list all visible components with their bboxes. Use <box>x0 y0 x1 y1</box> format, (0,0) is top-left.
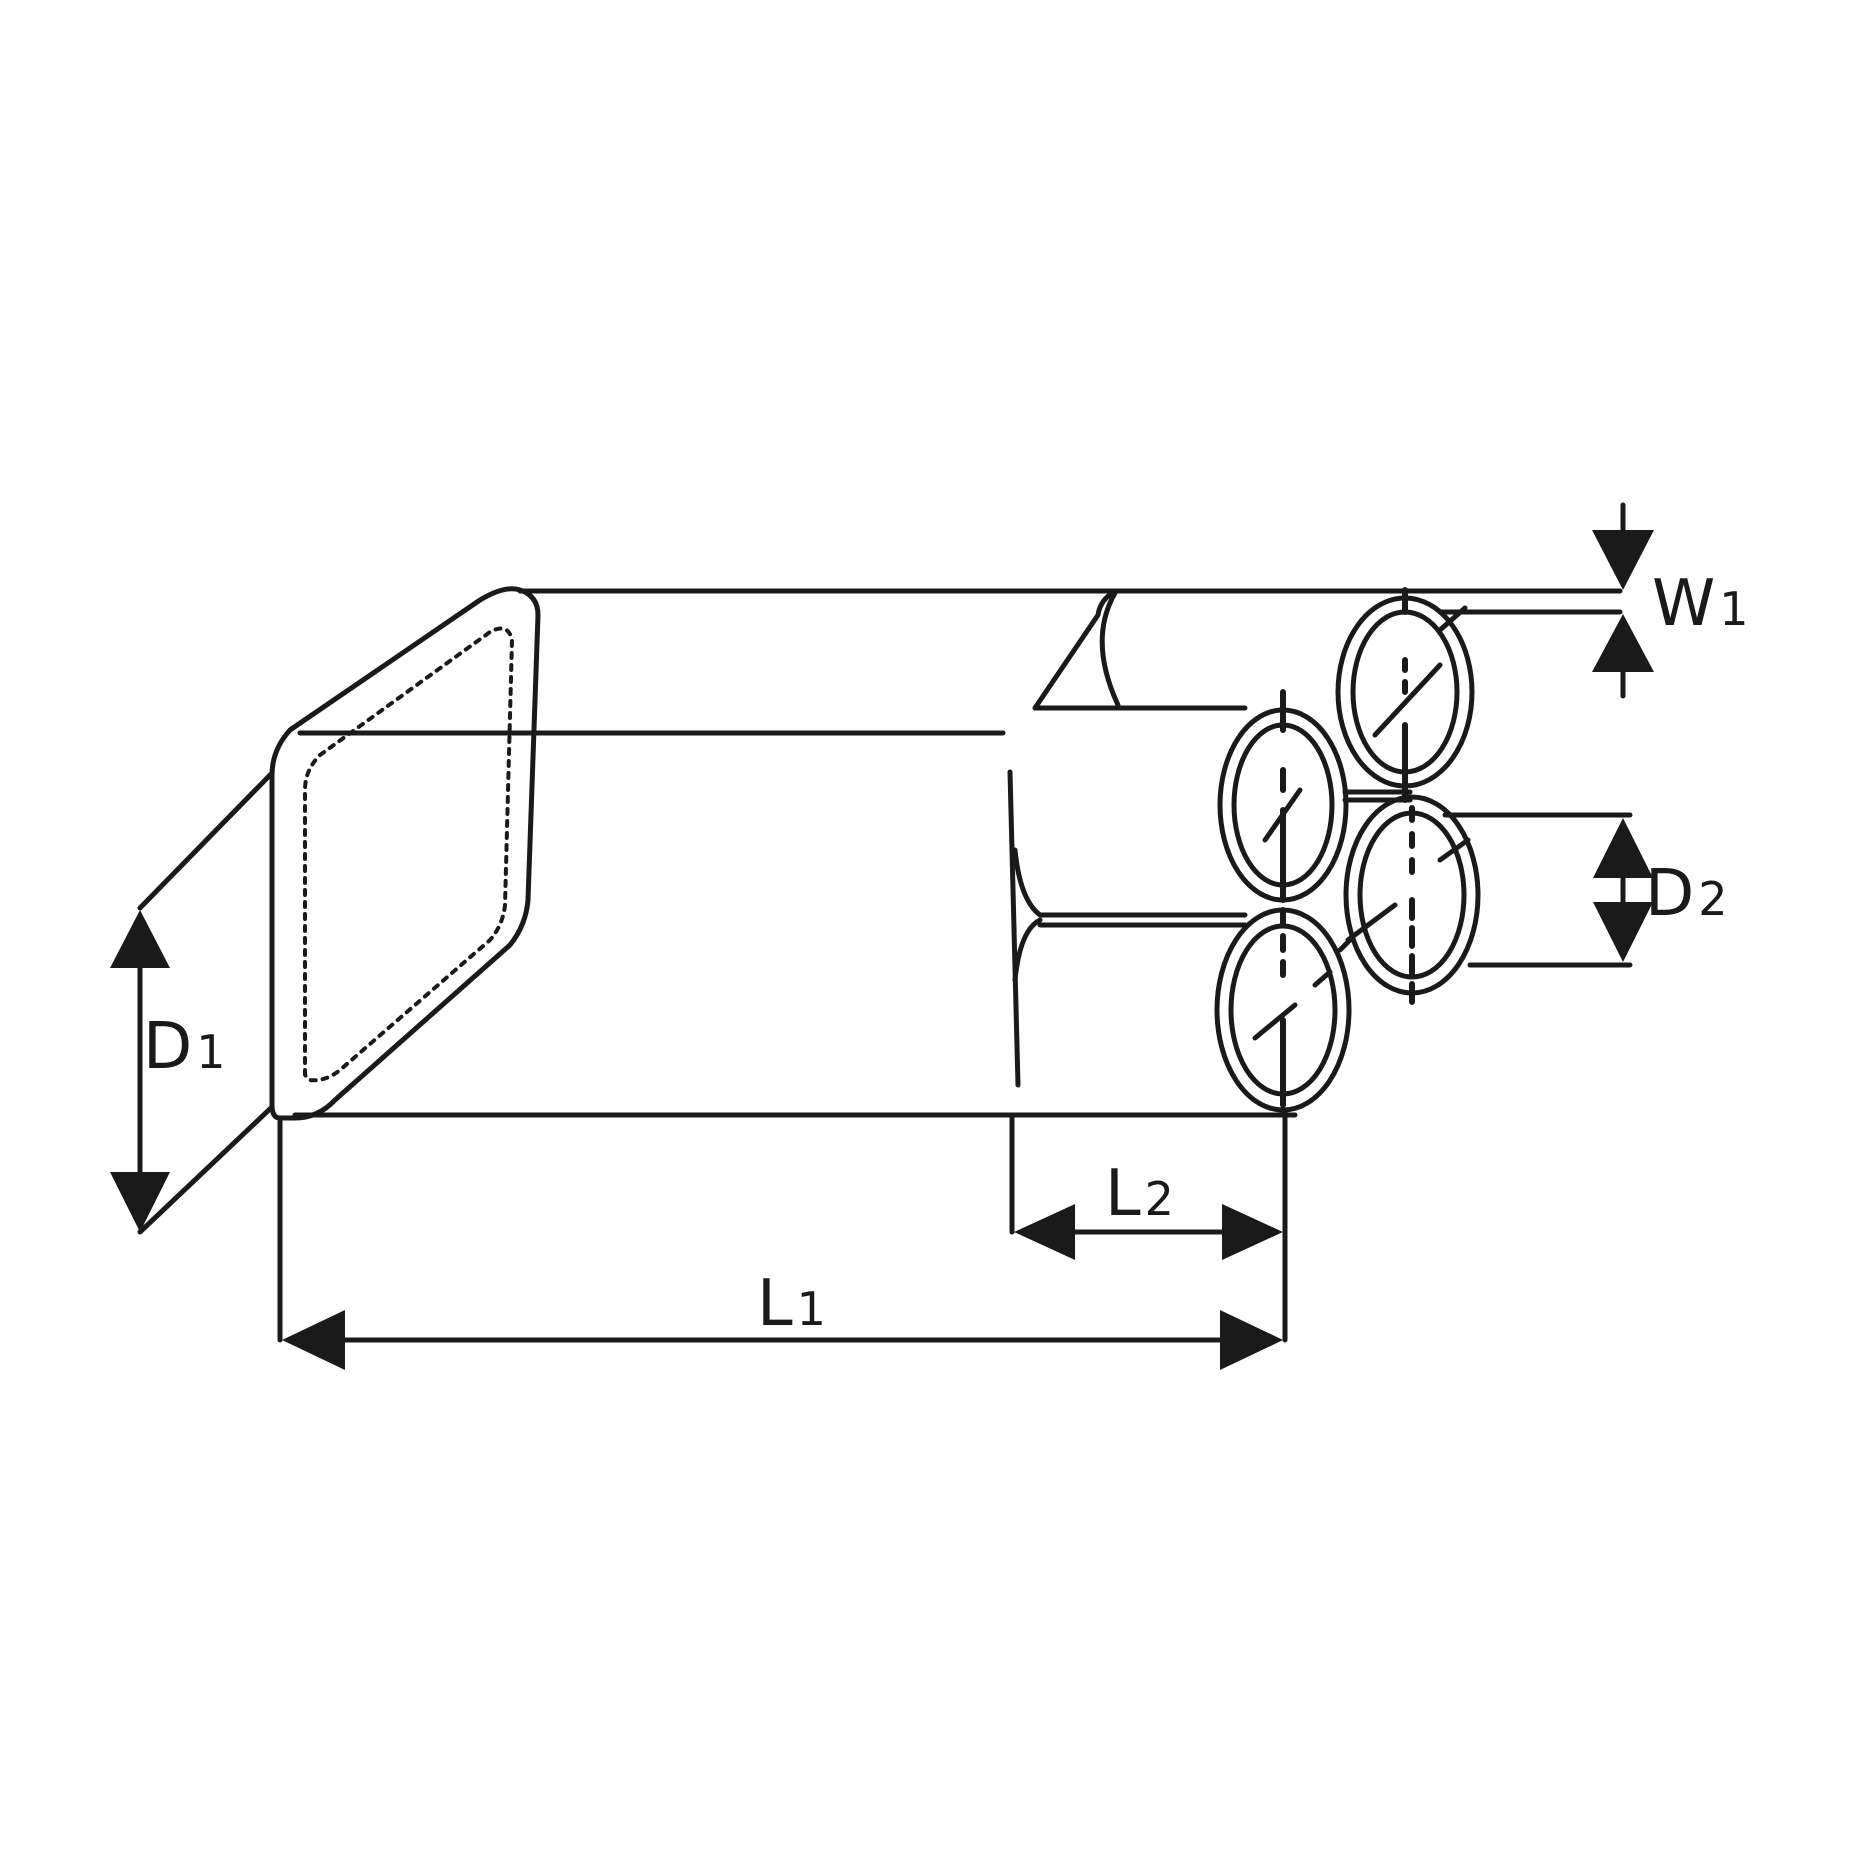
d1-ext-top <box>137 770 275 911</box>
dimension-w1 <box>1402 502 1654 699</box>
d2-arrow-top <box>1593 818 1653 878</box>
d2-arrow-bottom <box>1593 902 1653 962</box>
core-end-middle-left <box>1217 689 1349 903</box>
l1-arrow-right <box>1220 1310 1283 1370</box>
core-end-bottom-left <box>1214 907 1353 1113</box>
vertical-cut <box>1007 769 1021 1088</box>
dimension-l1 <box>277 1109 1288 1370</box>
dimension-d1 <box>110 770 275 1235</box>
d1-arrow-bottom <box>110 1172 170 1232</box>
label-l2: L2 <box>1105 1157 1174 1231</box>
w1-arrow-top <box>1592 530 1654 590</box>
w1-arrow-bottom <box>1592 614 1654 672</box>
upper-cut-curve <box>1099 590 1121 708</box>
label-d2: D2 <box>1645 857 1728 931</box>
dimension-labels: D1 D2 L1 L2 W1 <box>143 567 1749 1341</box>
lower-cut-2 <box>1012 917 1043 983</box>
l2-arrow-left <box>1014 1204 1075 1260</box>
label-l1: L1 <box>757 1267 826 1341</box>
front-face-outline <box>269 586 541 1121</box>
d1-ext-bottom <box>137 1104 275 1235</box>
lower-cut <box>1012 847 1248 918</box>
dimension-d2 <box>1442 812 1653 968</box>
label-d1: D1 <box>143 1010 226 1084</box>
core-end-middle-right <box>1343 794 1481 1008</box>
upper-cut <box>1032 588 1248 711</box>
core-ends <box>1214 587 1481 1113</box>
l2-arrow-right <box>1222 1204 1283 1260</box>
l1-arrow-left <box>282 1310 345 1370</box>
front-face-dotted <box>303 626 514 1083</box>
d1-arrow-top <box>110 910 170 968</box>
dimension-l2 <box>1009 1115 1283 1260</box>
breakout-lines <box>1007 588 1248 1088</box>
core-end-top-right <box>1335 587 1475 803</box>
sleeve-body <box>269 586 1408 1121</box>
label-w1: W1 <box>1652 567 1749 641</box>
